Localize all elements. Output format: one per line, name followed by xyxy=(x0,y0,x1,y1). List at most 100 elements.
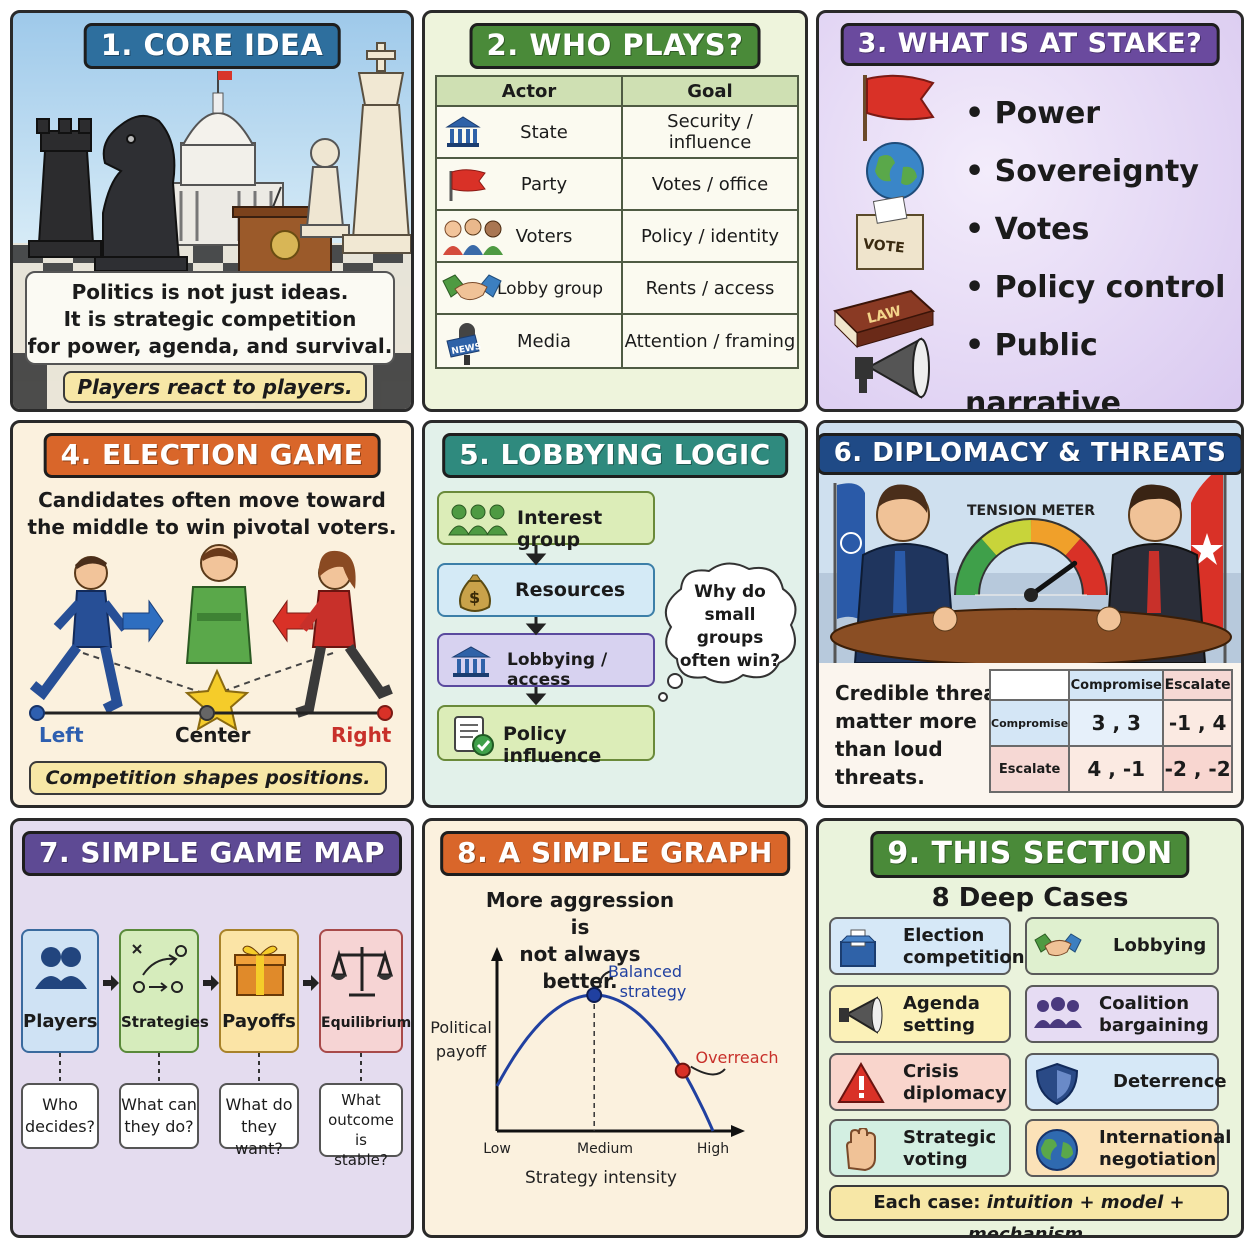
step-policy-influence: Policy influence xyxy=(437,705,655,767)
panel-title: 1. CORE IDEA xyxy=(83,23,341,69)
question-what-can-they-do: What can they do? xyxy=(119,1083,199,1149)
matrix-cell: -2 , -2 xyxy=(1162,745,1233,793)
handshake-icon xyxy=(1034,933,1082,957)
globe-icon xyxy=(1036,1129,1078,1171)
tension-meter-gauge xyxy=(954,518,1108,602)
megaphone-icon xyxy=(839,996,883,1034)
matrix-col-compromise: Compromise xyxy=(1068,669,1165,701)
list-item: • Power xyxy=(965,96,1101,131)
white-pawn-icon xyxy=(300,138,350,238)
table-row: Voters Policy / identity xyxy=(435,209,799,263)
map-arrows xyxy=(103,975,319,991)
node-label: Payoffs xyxy=(222,1011,296,1032)
list-item: • Sovereignty xyxy=(965,154,1199,189)
question-what-do-they-want: What do they want? xyxy=(219,1083,299,1158)
tension-meter-needle xyxy=(1028,560,1078,598)
left-right-axis xyxy=(29,705,393,721)
panel-diplomacy-threats: TENSION METER 6. DIPLOMACY & THREATS Cre… xyxy=(816,420,1244,808)
goal-party: Votes / office xyxy=(621,157,799,211)
vote-label: VOTE xyxy=(862,236,905,256)
panel-title: 5. LOBBYING LOGIC xyxy=(442,433,788,478)
case-card: Lobbying xyxy=(1025,917,1219,975)
policy-document-icon xyxy=(454,716,494,756)
actor-lobby-group: Lobby group xyxy=(497,278,603,299)
table-header-goal: Goal xyxy=(621,75,799,107)
step-label: Policy influence xyxy=(503,723,602,767)
core-idea-line-1: Politics is not just ideas. xyxy=(71,280,349,304)
black-rook-icon xyxy=(28,118,102,258)
case-label: Lobbying xyxy=(1113,935,1207,956)
table-row: State Security / influence xyxy=(435,105,799,159)
x-tick-label: High xyxy=(697,1141,729,1157)
thought-text: Why do small groups often win? xyxy=(679,582,781,671)
thought-bubble xyxy=(658,562,797,702)
strategy-play-icon xyxy=(132,944,187,993)
y-axis-label-line-1: Political xyxy=(430,1018,492,1037)
case-label: Deterrence xyxy=(1113,1071,1227,1092)
table-row: Party Votes / office xyxy=(435,157,799,211)
tension-meter-label: TENSION METER xyxy=(967,503,1095,519)
axis-label-right: Right xyxy=(331,723,392,747)
core-idea-line-2: It is strategic competition xyxy=(63,307,357,331)
dotted-connectors xyxy=(59,1053,362,1083)
list-item: • Policy control xyxy=(965,270,1226,305)
goal-voters: Policy / identity xyxy=(621,209,799,263)
warning-icon xyxy=(837,1062,885,1103)
table-row: NEWS Media Attention / framing xyxy=(435,313,799,369)
panel-who-plays: 2. WHO PLAYS? Actor Goal State Security … xyxy=(422,10,808,412)
actor-goal-table: Actor Goal State Security / influence Pa… xyxy=(435,75,799,369)
panel-what-is-at-stake: 3. WHAT IS AT STAKE? VOTE LAW • Power • … xyxy=(816,10,1244,412)
stakes-icons: VOTE LAW xyxy=(833,74,935,399)
step-lobbying-access: Lobbying / access xyxy=(437,633,655,690)
news-microphone-icon: NEWS xyxy=(446,323,482,365)
y-axis-label-line-2: payoff xyxy=(436,1042,487,1061)
panel-title: 2. WHO PLAYS? xyxy=(469,23,761,69)
matrix-col-escalate: Escalate xyxy=(1162,669,1233,701)
election-line-1: Candidates often move toward xyxy=(38,488,386,512)
matrix-row-compromise: Compromise xyxy=(988,699,1071,747)
deep-cases-subtitle: 8 Deep Cases xyxy=(931,883,1129,913)
overreach-annotation-arrow xyxy=(690,1065,726,1076)
matrix-row-escalate: Escalate xyxy=(988,745,1071,793)
core-idea-tagline: Players react to players. xyxy=(63,371,367,403)
flow-arrows xyxy=(525,545,547,705)
overreach-point xyxy=(674,1062,691,1079)
node-players: Players xyxy=(21,929,99,1053)
axis-label-left: Left xyxy=(39,723,84,747)
red-flag-icon xyxy=(449,169,486,201)
panel-title: 4. ELECTION GAME xyxy=(43,433,381,478)
balanced-strategy-point xyxy=(586,987,603,1003)
group-icon xyxy=(448,504,508,536)
right-arrow-icon xyxy=(122,599,164,643)
left-candidate-figure xyxy=(29,556,129,714)
matrix-cell: -1 , 4 xyxy=(1162,699,1233,747)
question-what-outcome-is-stable: What outcome is stable? xyxy=(319,1083,403,1169)
case-card: Deterrence xyxy=(1025,1053,1227,1111)
election-line-2: the middle to win pivotal voters. xyxy=(27,515,397,539)
raised-hand-icon xyxy=(845,1128,876,1172)
payoff-matrix: Compromise Escalate Compromise 3 , 3 -1 … xyxy=(988,669,1233,793)
step-label: Interest group xyxy=(517,507,603,551)
table-header-actor: Actor xyxy=(435,75,623,107)
panel-title: 3. WHAT IS AT STAKE? xyxy=(840,23,1220,66)
group-icon xyxy=(1034,997,1082,1028)
list-item: • Public narrative xyxy=(965,328,1121,412)
x-tick-label: Medium xyxy=(577,1141,633,1157)
table-row: Lobby group Rents / access xyxy=(435,261,799,315)
table-row: Escalate 4 , -1 -2 , -2 xyxy=(988,745,1233,793)
diplomacy-scene: TENSION METER xyxy=(819,423,1241,663)
step-resources: $ Resources xyxy=(437,563,655,617)
stakes-list: • Power • Sovereignty • Votes • Policy c… xyxy=(965,85,1241,412)
election-illustration xyxy=(29,544,393,732)
panel-election-game: 4. ELECTION GAME Candidates often move t… xyxy=(10,420,414,808)
